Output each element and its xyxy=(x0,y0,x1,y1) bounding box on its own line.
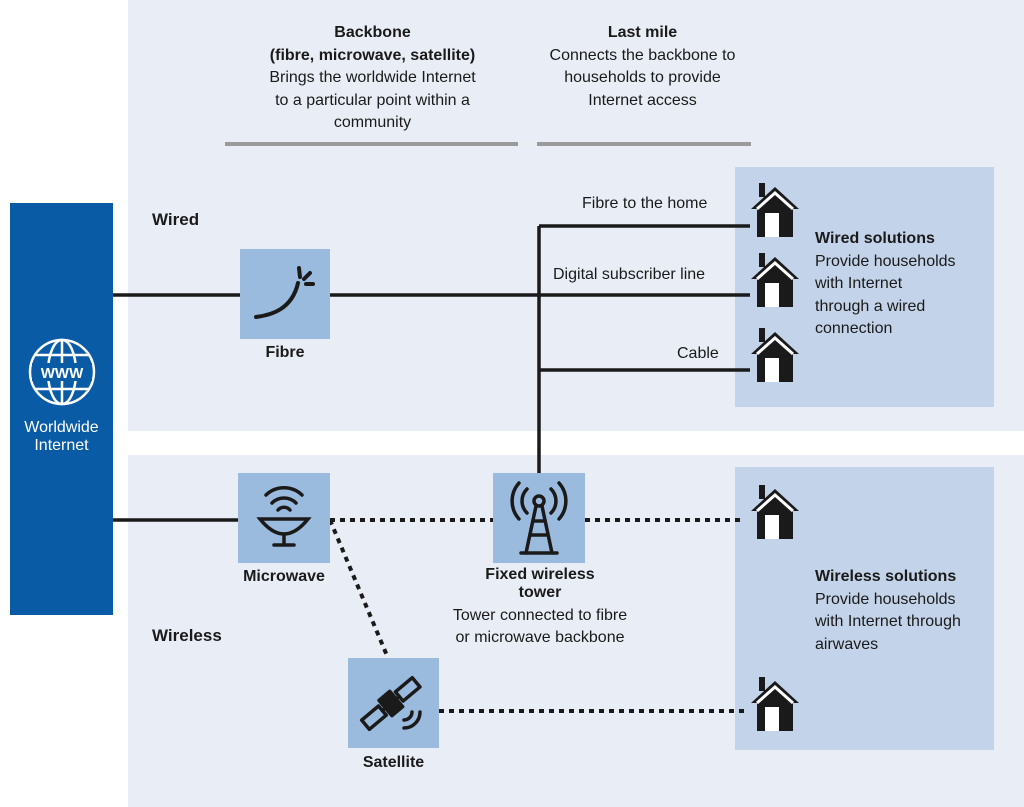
wired-solutions-desc-line: through a wired xyxy=(815,297,926,315)
wired-solutions-desc-line: with Internet xyxy=(815,275,903,292)
internet-label-line: Worldwide xyxy=(24,419,99,436)
satellite-node xyxy=(348,658,439,748)
tower-description: Tower connected to fibre or microwave ba… xyxy=(420,605,660,649)
house-icon xyxy=(751,328,799,382)
wireless-solutions-desc-line: with Internet through xyxy=(815,613,961,630)
worldwide-internet-bar: WWW Worldwide Internet xyxy=(10,203,113,615)
satellite-icon xyxy=(359,675,422,732)
lastmile-desc-line: Internet access xyxy=(588,91,697,109)
radio-tower-icon xyxy=(510,481,568,555)
house-icon xyxy=(751,677,799,731)
tower-node xyxy=(493,473,585,563)
house-icon xyxy=(751,485,799,539)
lastmile-title: Last mile xyxy=(607,24,678,41)
backbone-desc-line: to a particular point within a xyxy=(275,91,470,109)
backbone-rule xyxy=(225,142,518,146)
fibre-cable-icon xyxy=(254,266,315,319)
tower-title-line: Fixed wireless xyxy=(485,566,595,583)
lastmile-desc-line: households to provide xyxy=(564,69,721,86)
microwave-to-satellite-dotted xyxy=(328,519,390,659)
wireless-solutions-title: Wireless solutions xyxy=(815,568,957,585)
backbone-title: Backbone xyxy=(334,24,411,41)
tower-desc-line: or microwave backbone xyxy=(455,629,625,646)
fibre-label: Fibre xyxy=(265,344,305,361)
house-icon xyxy=(751,253,799,307)
internet-label-line: Internet xyxy=(34,437,89,454)
wired-section-label: Wired xyxy=(152,210,200,229)
dsl-label: Digital subscriber line xyxy=(553,266,706,283)
cable-label: Cable xyxy=(677,345,719,362)
backbone-subtitle: (fibre, microwave, satellite) xyxy=(269,46,476,64)
fibre-node xyxy=(240,249,330,339)
globe-icon: WWW xyxy=(28,338,96,406)
tower-desc-line: Tower connected to fibre xyxy=(452,607,628,624)
wired-solutions-text: Wired solutions Provide households with … xyxy=(815,228,956,341)
lastmile-rule xyxy=(537,142,751,146)
wireless-solutions-desc-line: Provide households xyxy=(815,590,956,608)
satellite-label: Satellite xyxy=(362,754,425,771)
wired-solutions-desc-line: Provide households xyxy=(815,252,956,270)
backbone-desc-line: community xyxy=(333,114,412,131)
lastmile-header: Last mile Connects the backbone to house… xyxy=(520,22,765,112)
worldwide-internet-label: Worldwide Internet xyxy=(10,419,113,455)
backbone-desc-line: Brings the worldwide Internet xyxy=(269,69,476,86)
tower-title-line: tower xyxy=(518,584,562,601)
lastmile-desc-line: Connects the backbone to xyxy=(549,46,736,64)
ftth-label: Fibre to the home xyxy=(582,195,708,212)
wireless-section-label: Wireless xyxy=(152,626,222,645)
wireless-solutions-text: Wireless solutions Provide households wi… xyxy=(815,566,961,656)
microwave-label: Microwave xyxy=(243,568,325,585)
microwave-dish-icon xyxy=(256,486,312,547)
www-icon-text: WWW xyxy=(41,365,84,382)
tower-title: Fixed wireless tower xyxy=(440,566,640,602)
backbone-header: Backbone (fibre, microwave, satellite) B… xyxy=(215,22,530,135)
wired-solutions-title: Wired solutions xyxy=(815,230,935,247)
wired-solutions-desc-line: connection xyxy=(815,320,893,337)
microwave-node xyxy=(238,473,330,563)
house-icon xyxy=(751,183,799,237)
wireless-solutions-desc-line: airwaves xyxy=(815,635,879,653)
